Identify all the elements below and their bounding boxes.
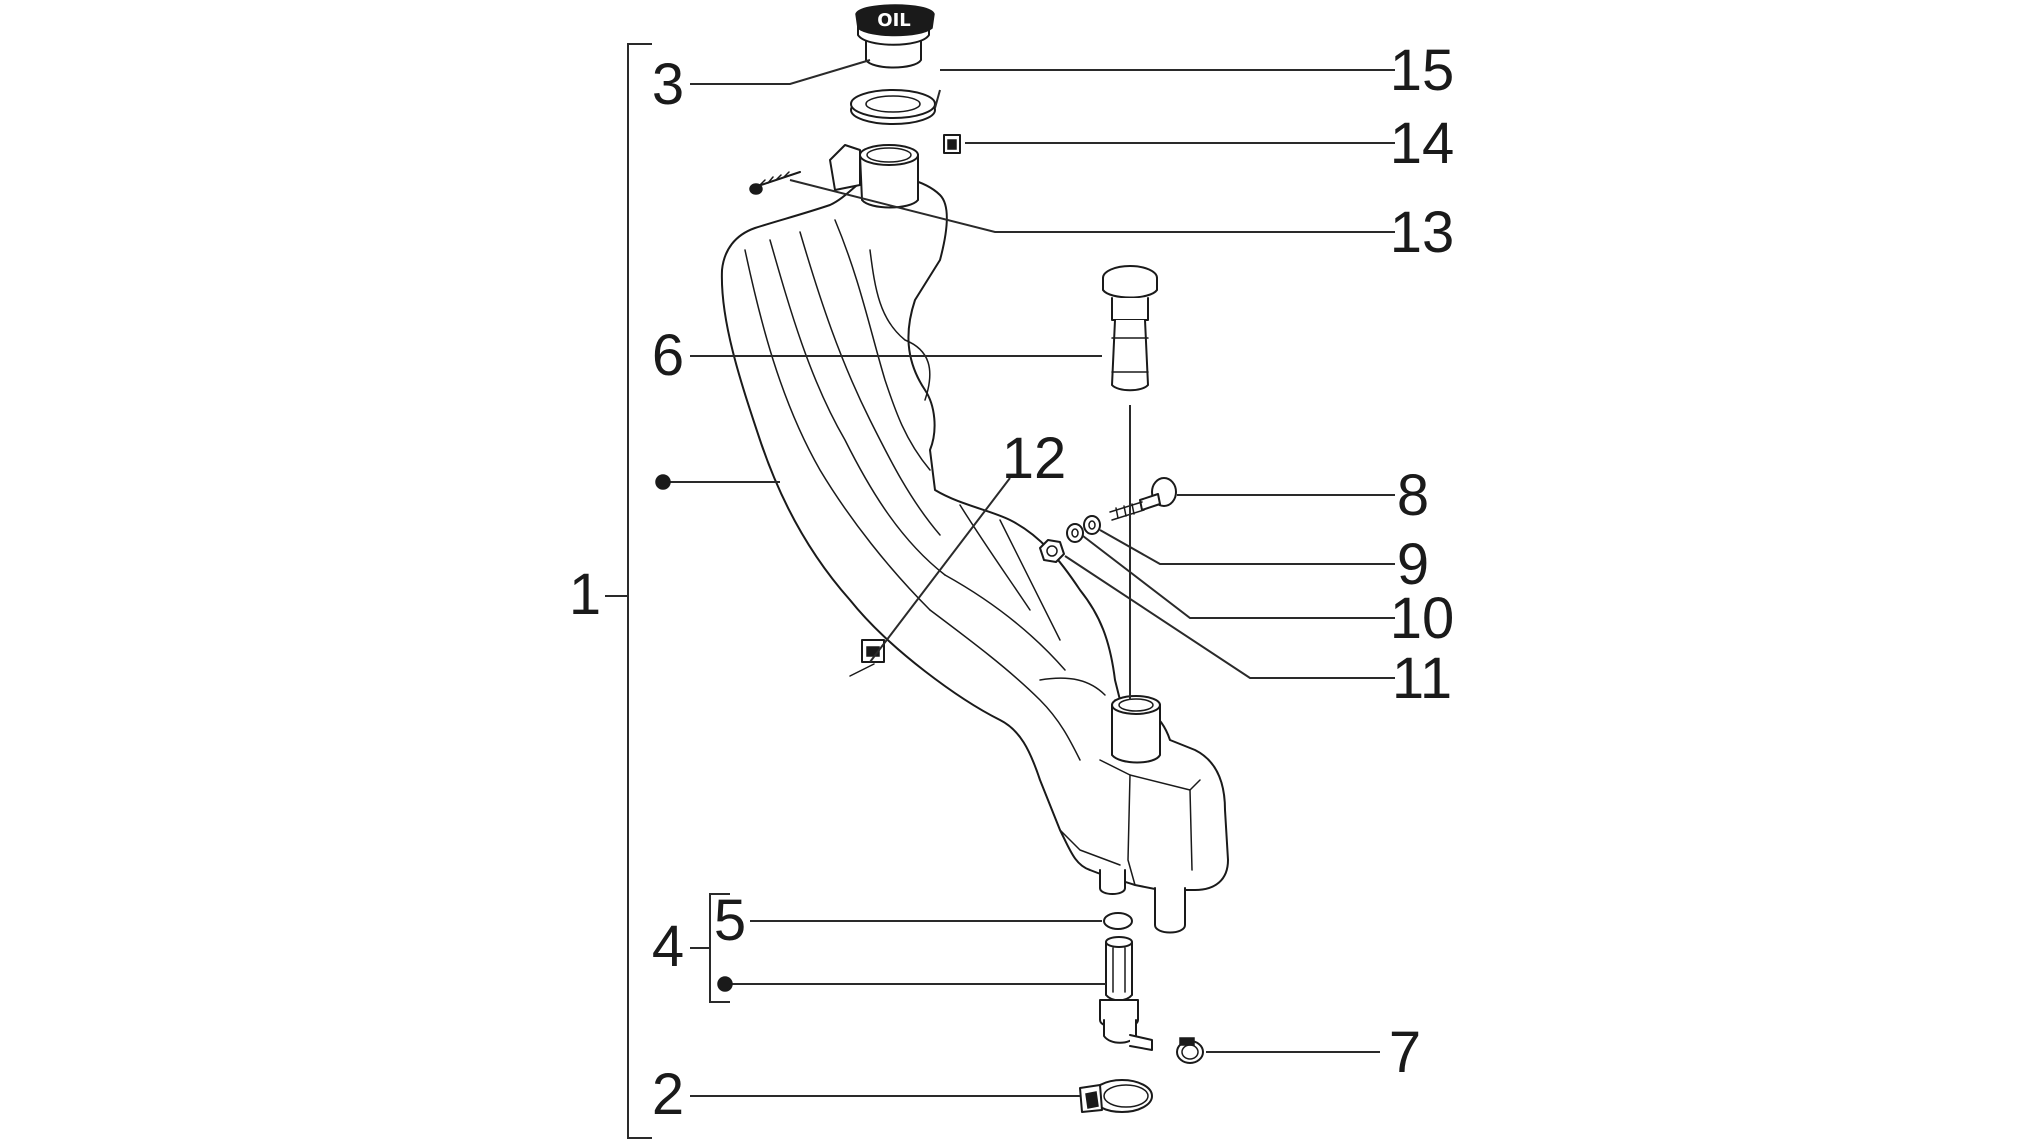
callout-10: 10 — [1390, 586, 1455, 651]
callout-7: 7 — [1389, 1020, 1421, 1085]
callout-2: 2 — [652, 1062, 684, 1127]
washer-9 — [1083, 515, 1101, 535]
hose-clamp-2 — [1079, 1079, 1153, 1113]
hose-clamp-7 — [1176, 1037, 1204, 1064]
assembly-bracket-1 — [605, 43, 652, 1139]
oil-cap: OIL — [855, 4, 935, 69]
assembly-bracket-4 — [690, 893, 730, 1003]
screw-13 — [749, 171, 801, 195]
callout-numbers: 1 2 3 4 5 6 7 8 9 10 11 12 13 14 15 — [569, 38, 1454, 1127]
cap-marking: OIL — [877, 10, 910, 31]
clip-12 — [849, 639, 885, 677]
bullet-dot-valve — [717, 976, 733, 992]
bullet-dot-tank — [655, 474, 671, 490]
drain-valve-4 — [1099, 936, 1153, 1051]
reservoir-tank — [720, 144, 1229, 934]
callout-13: 13 — [1390, 200, 1455, 265]
filter-plug — [1102, 265, 1158, 392]
callout-3: 3 — [652, 52, 684, 117]
callout-15: 15 — [1390, 38, 1455, 103]
washer-10 — [1066, 523, 1084, 543]
callout-11: 11 — [1392, 646, 1452, 711]
callout-5: 5 — [714, 888, 746, 953]
o-ring-5 — [1103, 912, 1133, 930]
callout-12: 12 — [1002, 426, 1067, 491]
gasket-ring — [850, 89, 936, 125]
nut-11 — [1039, 539, 1065, 563]
leader-lines — [670, 59, 1395, 1097]
bolt-8 — [1109, 477, 1177, 521]
callout-14: 14 — [1390, 111, 1455, 176]
callout-1: 1 — [569, 562, 601, 627]
callout-6: 6 — [652, 323, 684, 388]
clip-14 — [943, 134, 961, 154]
callout-8: 8 — [1397, 463, 1429, 528]
callout-4: 4 — [652, 914, 684, 979]
callout-9: 9 — [1397, 532, 1429, 597]
